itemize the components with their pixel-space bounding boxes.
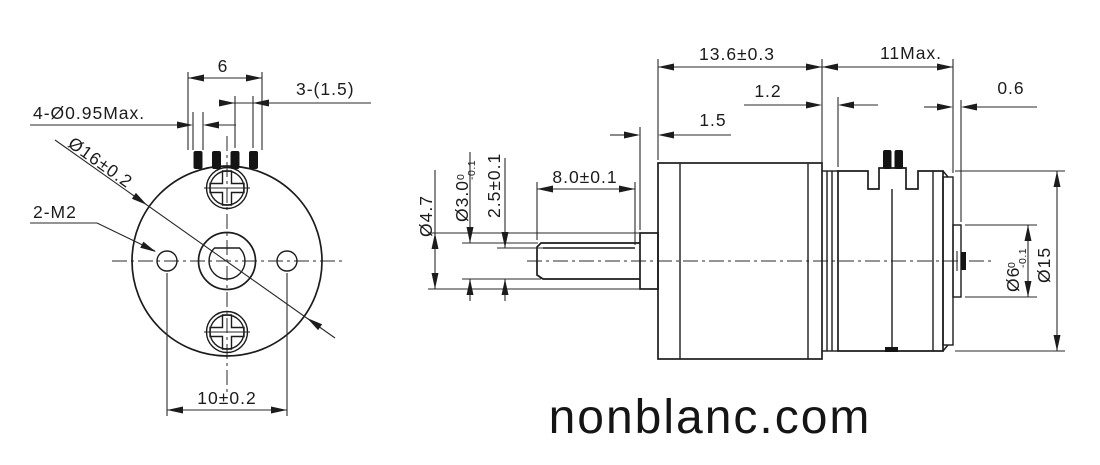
label-flat-length: 8.0±0.1 (552, 167, 617, 187)
side-view-centerlines (527, 251, 991, 271)
front-view-centerlines (112, 136, 344, 392)
svg-text:Ø16±0.2: Ø16±0.2 (65, 133, 137, 192)
svg-text:-0.1: -0.1 (466, 160, 478, 180)
label-pin-overall-width: 6 (218, 56, 229, 76)
mount-hole-left (156, 250, 178, 272)
front-view-outline (131, 151, 323, 357)
svg-text:0: 0 (1006, 262, 1018, 268)
label-spacer-width: 1.2 (754, 81, 781, 101)
side-view: 13.6±0.3 11Max. 1.2 0.6 1.5 8.0±0.1 Ø4.7… (416, 43, 1065, 360)
bushing-circle (197, 231, 257, 291)
label-gearbox-length: 13.6±0.3 (699, 44, 775, 64)
svg-text:Ø4.7: Ø4.7 (416, 195, 436, 237)
junction-band (822, 170, 838, 352)
label-hole-spacing: 10±0.2 (197, 388, 256, 408)
label-mounting-holes: 2-M2 (33, 202, 77, 222)
screw-bottom-icon (205, 310, 249, 354)
label-pin-diameter: 4-Ø0.95Max. (33, 103, 145, 123)
svg-text:0: 0 (455, 174, 467, 180)
label-boss-length: 0.6 (997, 78, 1024, 98)
mount-hole-right (276, 250, 298, 272)
screw-top-icon (205, 166, 249, 210)
label-shaft-diameter: Ø3.0 0 -0.1 (452, 160, 478, 222)
side-view-dimensions (428, 59, 1065, 352)
svg-text:-0.1: -0.1 (1017, 248, 1029, 268)
svg-text:Ø3.0: Ø3.0 (452, 180, 472, 222)
label-motor-length: 11Max. (880, 43, 942, 63)
label-bushing-length: 1.5 (699, 110, 726, 130)
label-motor-diameter: Ø15 (1034, 247, 1054, 283)
svg-text:Ø6: Ø6 (1003, 267, 1023, 292)
label-boss-diameter: Ø6 0 -0.1 (1003, 248, 1029, 292)
side-view-outline (536, 150, 966, 360)
label-bushing-diameter: Ø4.7 (416, 195, 436, 237)
watermark-text: nonblanc.com (549, 391, 872, 444)
label-pin-pitch: 3-(1.5) (296, 79, 355, 99)
rear-shaft-nub (961, 252, 966, 270)
motor-can (837, 167, 944, 352)
label-flat-height: 2.5±0.1 (484, 153, 504, 218)
terminal-pins-front (193, 151, 258, 169)
svg-text:2.5±0.1: 2.5±0.1 (484, 153, 504, 218)
front-view: 6 3-(1.5) 4-Ø0.95Max. Ø16±0.2 2-M2 10±0.… (30, 56, 371, 416)
terminal-pins-side (883, 150, 903, 169)
label-body-diameter-front: Ø16±0.2 (65, 133, 137, 192)
svg-text:Ø15: Ø15 (1034, 247, 1054, 283)
front-view-dimensions (30, 72, 371, 416)
d-shaft-section (208, 247, 246, 280)
motor-body-circle (131, 165, 323, 357)
output-shaft (536, 242, 640, 280)
gearbox-body (657, 162, 823, 360)
